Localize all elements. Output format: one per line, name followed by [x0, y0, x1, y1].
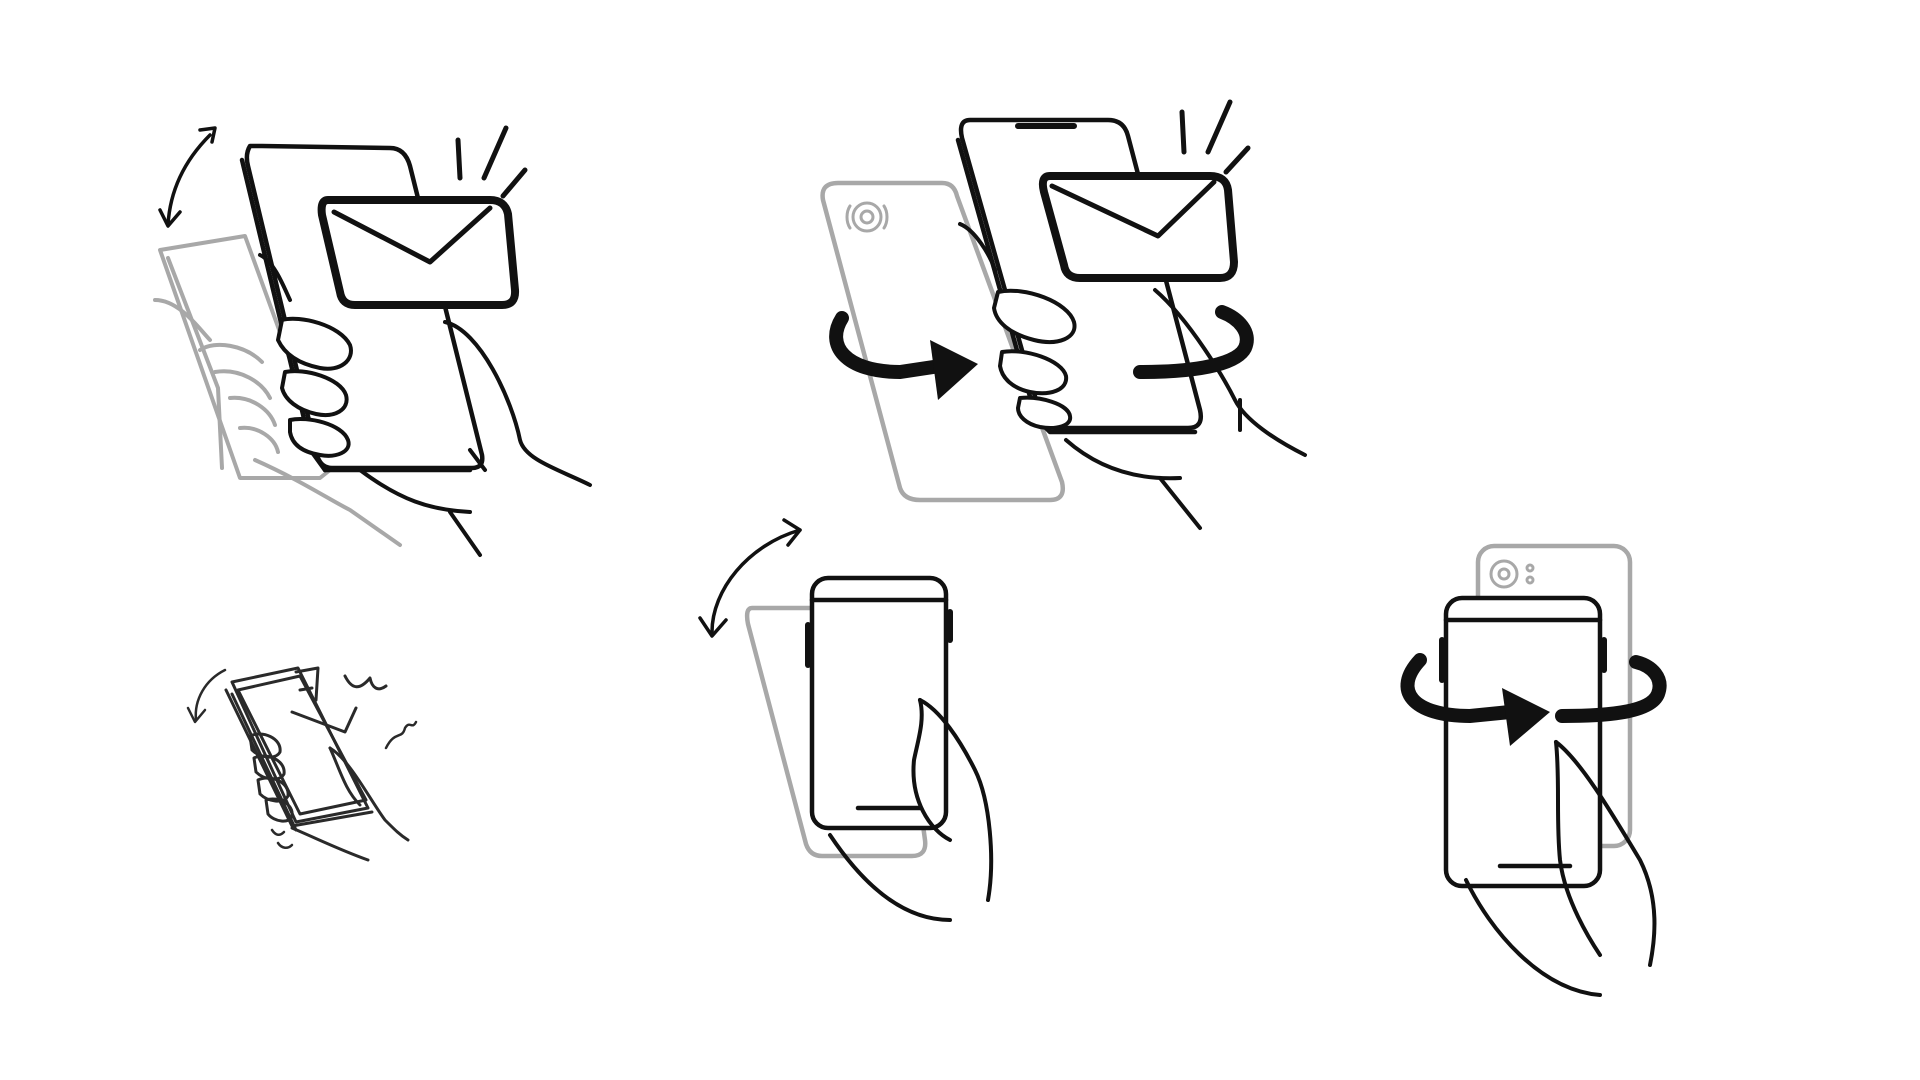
- camera-icon: [845, 201, 889, 233]
- hand-icon: [258, 253, 592, 557]
- ghost-phone-icon: [153, 234, 332, 480]
- hand-icon: [958, 222, 1307, 530]
- envelope-icon: [1038, 172, 1238, 282]
- wrap-arrow-icon: [1400, 653, 1667, 746]
- notification-lines-icon: [455, 125, 528, 199]
- phone-icon: [1439, 595, 1607, 889]
- hand-icon: [248, 732, 410, 862]
- phone-icon: [224, 666, 374, 832]
- curved-arrow-icon: [698, 518, 802, 638]
- panel-turn-phone-over: [1400, 543, 1667, 997]
- envelope-icon: [290, 666, 388, 734]
- curved-arrow-icon: [186, 668, 227, 724]
- ghost-hand-icon: [198, 342, 402, 547]
- hand-icon: [828, 698, 994, 922]
- camera-icon: [1489, 559, 1535, 589]
- panel-rough-sketch-tilt: [186, 666, 418, 862]
- squiggle-marks-icon: [270, 720, 418, 849]
- panel-flip-to-reveal-message: [153, 125, 592, 557]
- notification-lines-icon: [1179, 99, 1251, 175]
- panel-tilt-phone: [698, 518, 994, 922]
- hand-icon: [1464, 740, 1657, 997]
- panel-turn-phone-over-message: [820, 99, 1307, 530]
- rotate-arrow-icon: [158, 126, 217, 228]
- wrap-arrow-icon: [829, 305, 1254, 400]
- envelope-icon: [317, 196, 520, 309]
- ghost-phone-icon: [820, 180, 1065, 503]
